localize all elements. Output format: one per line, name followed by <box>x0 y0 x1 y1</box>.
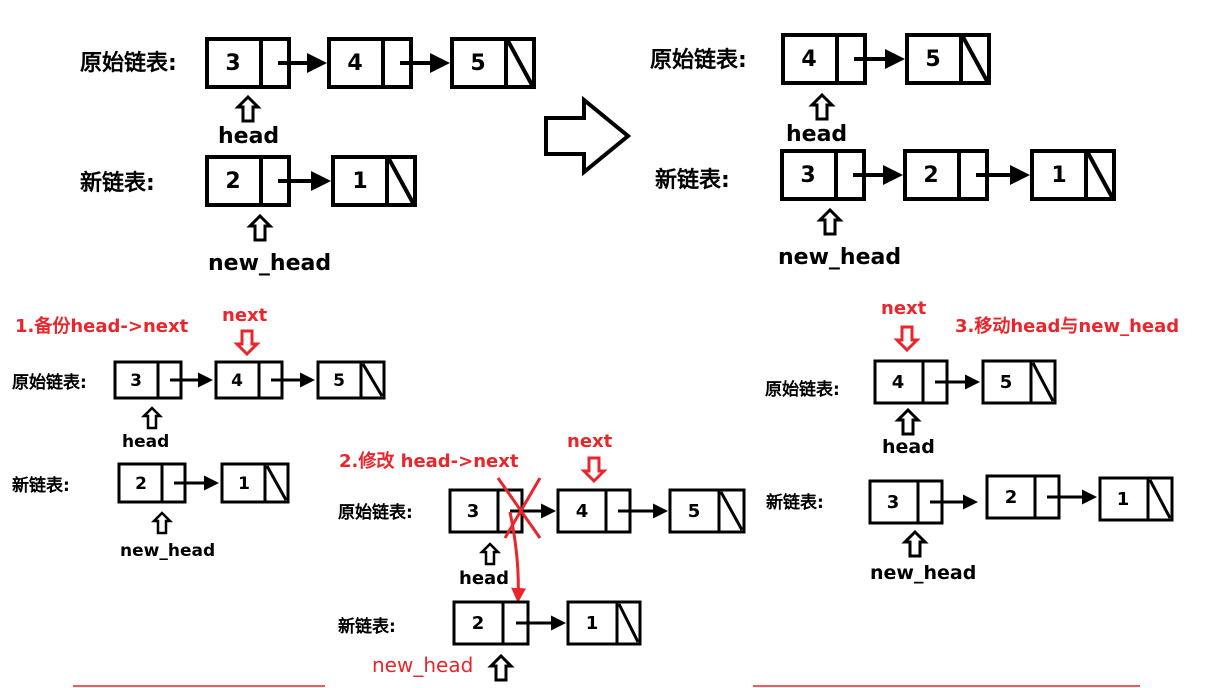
node-value: 4 <box>231 371 243 391</box>
new-head-pointer-icon <box>901 529 929 558</box>
null-slash <box>961 36 989 82</box>
head-label: head <box>218 124 279 149</box>
node-1: 1 <box>220 462 290 504</box>
new-head-pointer-icon <box>150 511 174 535</box>
head-label: head <box>459 568 509 589</box>
new-head-label: new_head <box>870 562 976 584</box>
node-4: 4 <box>781 33 867 85</box>
null-slash <box>361 363 384 397</box>
node-2: 2 <box>205 155 291 207</box>
node-5: 5 <box>905 33 991 85</box>
node-value: 2 <box>1005 487 1018 508</box>
next-label: next <box>881 298 927 319</box>
node-value: 1 <box>586 613 599 634</box>
panel-step2: 2.修改 head->next next 原始链表: 3 4 5 head <box>338 431 746 682</box>
null-slash <box>265 465 288 501</box>
next-pointer-icon <box>893 325 921 353</box>
panel-step3: next 3.移动head与new_head 原始链表: 4 5 head 新链… <box>765 298 1179 584</box>
next-label: next <box>222 305 268 326</box>
head-label: head <box>882 436 935 458</box>
node-value: 3 <box>887 492 900 513</box>
node-5: 5 <box>316 360 386 400</box>
head-pointer-icon <box>808 92 836 121</box>
broken-link-x-icon <box>496 477 542 539</box>
new-list-label: 新链表: <box>12 475 70 496</box>
next-pointer-icon <box>580 456 608 484</box>
original-list-label: 原始链表: <box>338 502 413 523</box>
node-value: 5 <box>333 371 345 391</box>
node-5: 5 <box>981 359 1057 405</box>
node-value: 3 <box>467 501 480 522</box>
original-list-label: 原始链表: <box>765 379 840 400</box>
null-slash <box>1148 479 1172 519</box>
head-pointer-icon <box>234 94 262 123</box>
node-value: 5 <box>688 501 701 522</box>
node-value: 1 <box>1117 489 1130 510</box>
transition-arrow-icon <box>544 95 632 177</box>
step3-title: 3.移动head与new_head <box>955 315 1179 337</box>
new-head-label: new_head <box>372 653 473 677</box>
step2-title: 2.修改 head->next <box>339 450 519 472</box>
original-list-label: 原始链表: <box>80 50 177 76</box>
node-value: 5 <box>1000 372 1013 393</box>
node-value: 2 <box>135 474 147 494</box>
node-1: 1 <box>1098 476 1174 522</box>
panel-before: 原始链表: 3 4 5 head 新链表: 2 <box>80 37 536 276</box>
panel-after: 原始链表: 4 5 head 新链表: 3 2 <box>650 33 1116 270</box>
node-value: 5 <box>470 51 485 76</box>
node-value: 3 <box>800 163 815 188</box>
new-list-label: 新链表: <box>80 170 155 196</box>
node-1: 1 <box>1030 149 1116 201</box>
new-head-label: new_head <box>120 541 215 561</box>
new-head-label: new_head <box>208 251 331 276</box>
new-head-pointer-icon <box>487 653 515 682</box>
node-value: 3 <box>225 51 240 76</box>
node-value: 4 <box>801 47 816 72</box>
head-pointer-icon <box>140 406 164 430</box>
head-label: head <box>122 432 169 452</box>
new-head-pointer-icon <box>246 213 274 242</box>
node-value: 4 <box>347 51 362 76</box>
node-1: 1 <box>331 155 417 207</box>
panel-step1: 1.备份head->next next 原始链表: 3 4 5 head 新链表… <box>12 305 386 561</box>
null-slash <box>617 603 640 643</box>
node-4: 4 <box>327 37 413 89</box>
node-5: 5 <box>668 488 746 534</box>
node-5: 5 <box>450 37 536 89</box>
node-3: 3 <box>205 37 291 89</box>
null-slash <box>1086 152 1114 198</box>
node-value: 1 <box>238 474 250 494</box>
node-value: 2 <box>225 169 240 194</box>
null-slash <box>719 491 744 531</box>
new-head-label: new_head <box>778 245 901 270</box>
new-list-label: 新链表: <box>338 616 396 637</box>
new-head-pointer-icon <box>816 207 844 236</box>
new-list-label: 新链表: <box>766 492 824 513</box>
node-value: 2 <box>923 163 938 188</box>
node-value: 1 <box>352 169 367 194</box>
node-value: 5 <box>925 47 940 72</box>
head-label: head <box>786 122 847 147</box>
node-value: 1 <box>1051 163 1066 188</box>
new-list-label: 新链表: <box>655 167 730 193</box>
original-list-label: 原始链表: <box>650 47 747 73</box>
next-pointer-icon <box>233 329 261 357</box>
node-value: 4 <box>892 372 905 393</box>
node-value: 3 <box>130 371 142 391</box>
step1-title: 1.备份head->next <box>15 315 189 337</box>
node-value: 4 <box>576 501 589 522</box>
null-slash <box>506 40 534 86</box>
new-link-arrow <box>508 511 527 603</box>
head-pointer-icon <box>478 542 502 566</box>
node-value: 2 <box>472 613 485 634</box>
node-1: 1 <box>566 600 642 646</box>
null-slash <box>387 158 415 204</box>
node-2: 2 <box>903 149 989 201</box>
null-slash <box>1031 362 1055 402</box>
node-3: 3 <box>780 149 866 201</box>
original-list-label: 原始链表: <box>12 372 87 393</box>
next-label: next <box>567 431 613 452</box>
head-pointer-icon <box>894 407 922 436</box>
